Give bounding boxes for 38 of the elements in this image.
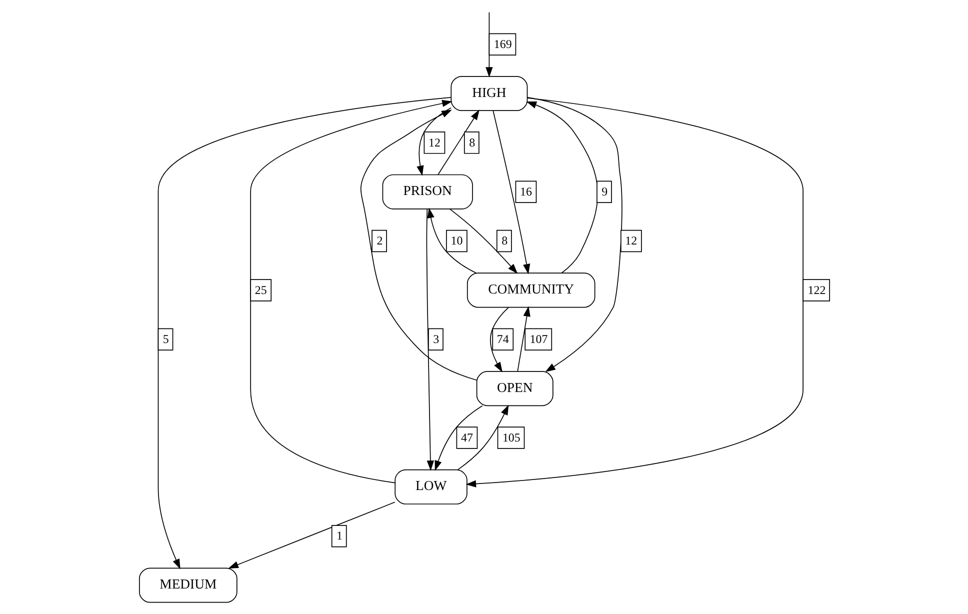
edge-label: 8 bbox=[468, 135, 475, 150]
arrow bbox=[434, 405, 482, 471]
edge-label: 16 bbox=[519, 184, 532, 198]
node-box: LOW bbox=[394, 469, 467, 504]
edge-label: 1 bbox=[336, 528, 342, 543]
arrow bbox=[516, 306, 530, 372]
edge-label: 5 bbox=[162, 332, 168, 346]
node-box: PRISON bbox=[382, 174, 472, 210]
arrow bbox=[448, 208, 518, 274]
arrow bbox=[228, 502, 395, 568]
arrow bbox=[426, 208, 434, 471]
arrow bbox=[465, 98, 803, 488]
arrow bbox=[360, 110, 477, 381]
arrow bbox=[416, 108, 451, 176]
edge-label: 3 bbox=[432, 332, 439, 346]
arrow bbox=[490, 307, 508, 372]
node-box: COMMUNITY bbox=[466, 272, 595, 308]
edge-label: 169 bbox=[493, 36, 512, 51]
edge-label: 8 bbox=[501, 234, 508, 248]
edge-label: 12 bbox=[624, 234, 637, 248]
arrow bbox=[492, 110, 530, 274]
edge-label: 10 bbox=[450, 234, 462, 248]
node-box: OPEN bbox=[476, 371, 553, 406]
arrow bbox=[426, 208, 476, 274]
arrow bbox=[485, 12, 492, 78]
edge-label: 122 bbox=[807, 282, 826, 297]
node-box: MEDIUM bbox=[138, 568, 237, 603]
edge-label: 9 bbox=[601, 184, 608, 198]
edge-label: 12 bbox=[428, 135, 440, 150]
node-box: HIGH bbox=[450, 76, 528, 112]
edge-label: 2 bbox=[376, 234, 382, 248]
arrow bbox=[526, 102, 598, 274]
edge-label: 105 bbox=[502, 430, 520, 444]
arrow bbox=[526, 96, 622, 372]
edge-label: 25 bbox=[254, 282, 266, 297]
edge-label: 107 bbox=[529, 332, 548, 346]
edge-label: 47 bbox=[460, 430, 472, 444]
edge-label: 74 bbox=[496, 332, 508, 346]
